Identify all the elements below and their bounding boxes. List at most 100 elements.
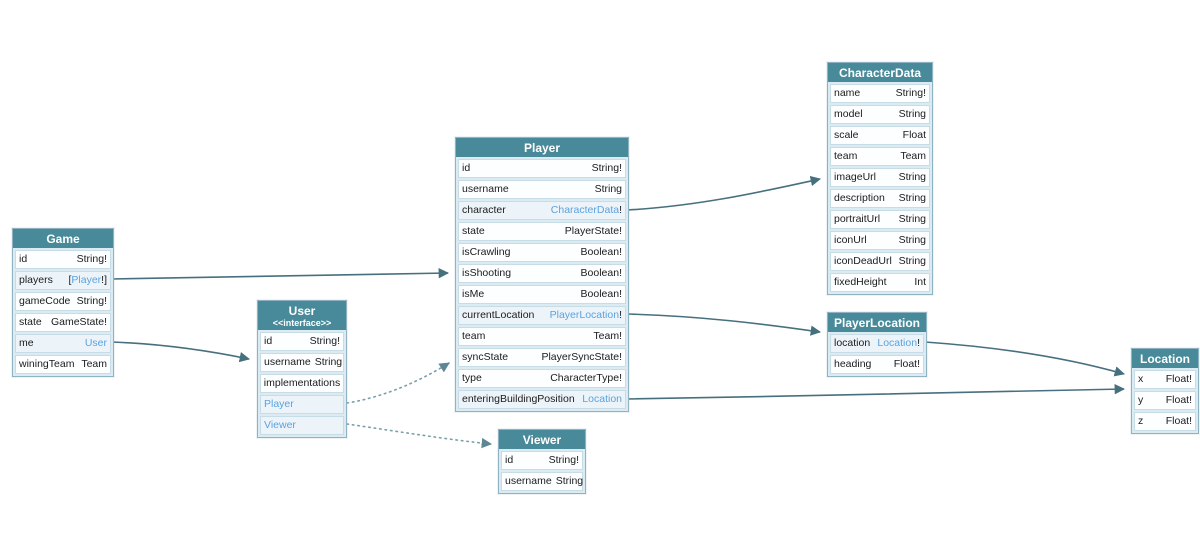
- field-type: String: [898, 108, 926, 120]
- type-link-CharacterData[interactable]: CharacterData: [550, 204, 620, 216]
- field-type: String: [898, 192, 926, 204]
- impl-link-row-Player[interactable]: Player: [260, 395, 344, 414]
- field-type: String: [898, 171, 926, 183]
- table-header-characterdata[interactable]: CharacterData: [828, 63, 932, 82]
- field-type: String: [314, 356, 343, 368]
- field-name: id: [462, 162, 471, 174]
- field-name: description: [834, 192, 885, 204]
- field-name: isMe: [462, 288, 485, 300]
- field-name: portraitUrl: [834, 213, 881, 225]
- field-type: Team!: [593, 330, 622, 342]
- type-link-Location[interactable]: Location: [582, 393, 622, 405]
- table-header-playerlocation[interactable]: PlayerLocation: [828, 313, 926, 332]
- field-type: PlayerState!: [564, 225, 622, 237]
- field-row-players[interactable]: players[Player!]: [15, 271, 111, 290]
- field-type: String!: [76, 253, 107, 265]
- field-type: String!: [548, 454, 579, 466]
- field-name: me: [19, 337, 34, 349]
- field-type: Float!: [1165, 394, 1192, 406]
- field-type: String: [898, 213, 926, 225]
- field-name: character: [462, 204, 506, 216]
- edge-player-character: [626, 175, 822, 211]
- field-row-portraitUrl[interactable]: portraitUrl String: [830, 210, 930, 229]
- field-row-character[interactable]: character CharacterData!: [458, 201, 626, 220]
- field-row-description[interactable]: description String: [830, 189, 930, 208]
- type-link-Player[interactable]: Player: [71, 274, 102, 286]
- field-type[interactable]: PlayerLocation!: [549, 309, 622, 321]
- table-title: Location: [1140, 352, 1190, 366]
- impl-link-row-Viewer[interactable]: Viewer: [260, 416, 344, 435]
- table-title: Game: [46, 232, 80, 246]
- field-row-me[interactable]: me User: [15, 334, 111, 353]
- table-header-game[interactable]: Game: [13, 229, 113, 248]
- type-link-PlayerLocation[interactable]: PlayerLocation: [549, 309, 620, 321]
- table-header-viewer[interactable]: Viewer: [499, 430, 585, 449]
- field-type: String: [898, 255, 926, 267]
- field-type: GameState!: [50, 316, 107, 328]
- field-row-gameCode[interactable]: gameCode String!: [15, 292, 111, 311]
- field-name: iconUrl: [834, 234, 867, 246]
- table-header-location[interactable]: Location: [1132, 349, 1198, 368]
- table-header-user[interactable]: User <<interface>>: [258, 301, 346, 330]
- field-type: Team: [81, 358, 107, 370]
- type-link-Player[interactable]: Player: [264, 398, 294, 410]
- table-title: Viewer: [522, 433, 562, 447]
- table-header-player[interactable]: Player: [456, 138, 628, 157]
- field-type: String!: [76, 295, 107, 307]
- field-type[interactable]: Location: [582, 393, 622, 406]
- field-type[interactable]: User: [85, 337, 107, 350]
- field-name: name: [834, 87, 861, 99]
- field-type: String: [594, 183, 622, 195]
- field-type[interactable]: CharacterData!: [550, 204, 622, 216]
- field-name: fixedHeight: [834, 276, 887, 288]
- field-name: isCrawling: [462, 246, 511, 258]
- field-name: gameCode: [19, 295, 71, 307]
- field-type: Team: [900, 150, 926, 162]
- table-title: PlayerLocation: [833, 316, 921, 330]
- field-type[interactable]: Location!: [877, 337, 920, 349]
- type-link-User[interactable]: User: [84, 337, 107, 349]
- edge-game-me: [111, 341, 251, 363]
- type-link-Location[interactable]: Location: [877, 337, 918, 349]
- type-link-Viewer[interactable]: Viewer: [264, 419, 296, 431]
- field-type[interactable]: [Player!]: [68, 274, 107, 286]
